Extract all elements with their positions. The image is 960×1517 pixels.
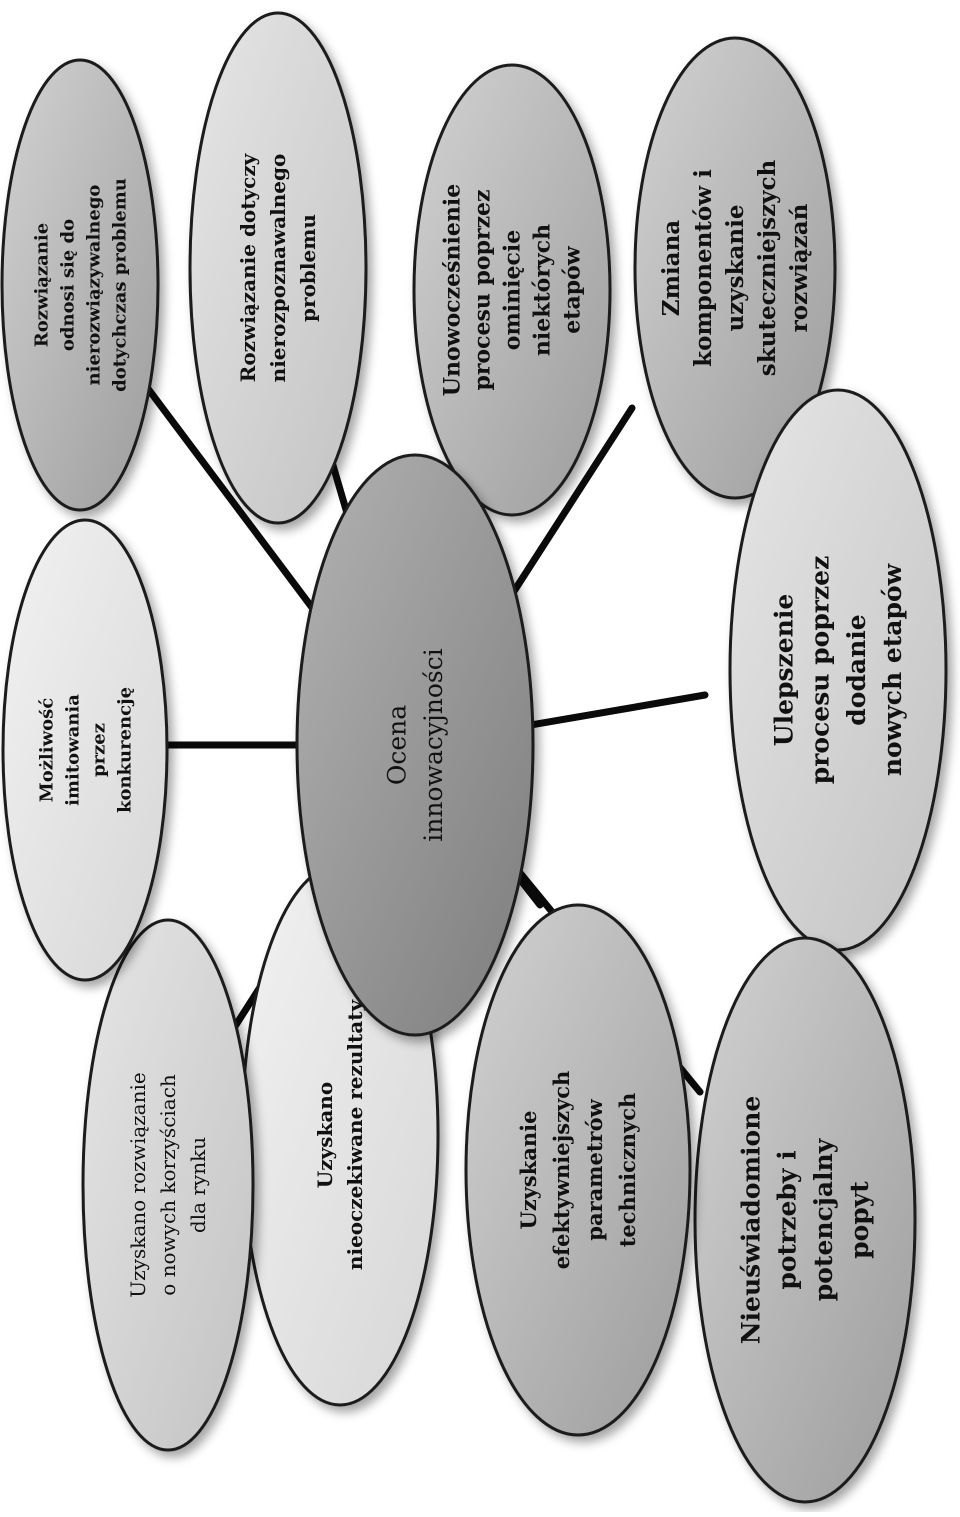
node-6-label-line: potencjalny: [809, 1137, 838, 1301]
node-6-label-line: popyt: [845, 1181, 874, 1259]
node-7-ellipse: [464, 903, 692, 1437]
node-4-label-line: Zmiana: [658, 220, 685, 316]
node-1-ellipse: [0, 58, 160, 512]
node-6-label-line: potrzeby i: [773, 1150, 802, 1289]
node-1-label-line: nierozwiązywalnego: [83, 185, 104, 386]
node-7-label-line: efektywniejszych: [549, 1071, 574, 1270]
center-label-line: Ocena: [383, 705, 412, 785]
node-8-label-line: Uzyskano: [313, 1082, 337, 1188]
node-3-label-line: etapów: [560, 245, 586, 333]
connector-node-7: [514, 872, 544, 909]
node-7-label-line: parametrów: [582, 1098, 607, 1240]
node-2-label-line: nierozpoznawalnego: [266, 154, 290, 383]
node-7: Uzyskanie efektywniejszych parametrów techn…: [464, 903, 692, 1437]
node-6-label-line: Nieuświadomione: [737, 1096, 766, 1345]
node-1-label-line: dotychczas problemu: [109, 178, 130, 392]
node-1-label-line: odnosi się do: [57, 219, 78, 351]
connector-node-5: [526, 691, 709, 729]
center-ellipse: [295, 453, 535, 1037]
connector-node-1: [136, 374, 317, 613]
node-4-label-line: rozwiązań: [786, 203, 813, 332]
node-3-ellipse: [412, 63, 612, 517]
node-9-label-line: dla rynku: [186, 1137, 210, 1233]
node-3-label-line: ominięcie: [500, 230, 526, 350]
node-3-label-line: niektórych: [530, 224, 556, 356]
node-5-label-line: nowych etapów: [878, 562, 907, 776]
node-5-label-line: dodanie: [842, 614, 871, 725]
node-8-label-line: nieoczekiwane rezultaty: [343, 999, 367, 1271]
node-2-ellipse: [188, 11, 368, 525]
node-4-label-line: komponentów i: [690, 169, 717, 367]
node-6-ellipse: [693, 936, 917, 1504]
node-10-ellipse: [1, 518, 169, 982]
node-7-label-line: Uzyskanie: [516, 1110, 541, 1229]
node-1-label-line: Rozwiązanie: [31, 223, 52, 347]
node-7-label-line: technicznych: [615, 1093, 640, 1248]
node-4-ellipse: [633, 36, 837, 500]
node-5-label-line: procesu poprzez: [806, 556, 835, 785]
node-2-label-line: Rozwiązanie dotyczy: [236, 152, 260, 382]
node-7-label: Uzyskanie efektywniejszych parametrów techn…: [516, 1071, 640, 1270]
node-4-label-line: uzyskanie: [722, 204, 749, 331]
node-2-label-line: problemu: [296, 214, 320, 322]
connector-node-4: [509, 404, 636, 597]
node-9-ellipse: [81, 918, 255, 1452]
node-5-label-line: Ulepszenie: [770, 594, 799, 746]
node-10-label-line: imitowania: [62, 694, 83, 806]
node-9-label-line: o nowych korzyściach: [156, 1074, 180, 1296]
center-label-line: innowacyjności: [419, 648, 448, 841]
node-3-label-line: Unowocześnienie: [440, 184, 466, 396]
node-9-label-line: Uzyskano rozwiązanie: [126, 1072, 150, 1297]
node-10-label-line: Możliwość: [36, 698, 57, 802]
node-5-ellipse: [728, 388, 948, 952]
node-3-label-line: procesu poprzez: [470, 189, 496, 390]
node-10-label-line: konkurencję: [114, 687, 135, 813]
node-4-label-line: skuteczniejszych: [754, 160, 781, 377]
connector-node-2: [328, 458, 351, 518]
node-10-label-line: przez: [88, 723, 109, 777]
